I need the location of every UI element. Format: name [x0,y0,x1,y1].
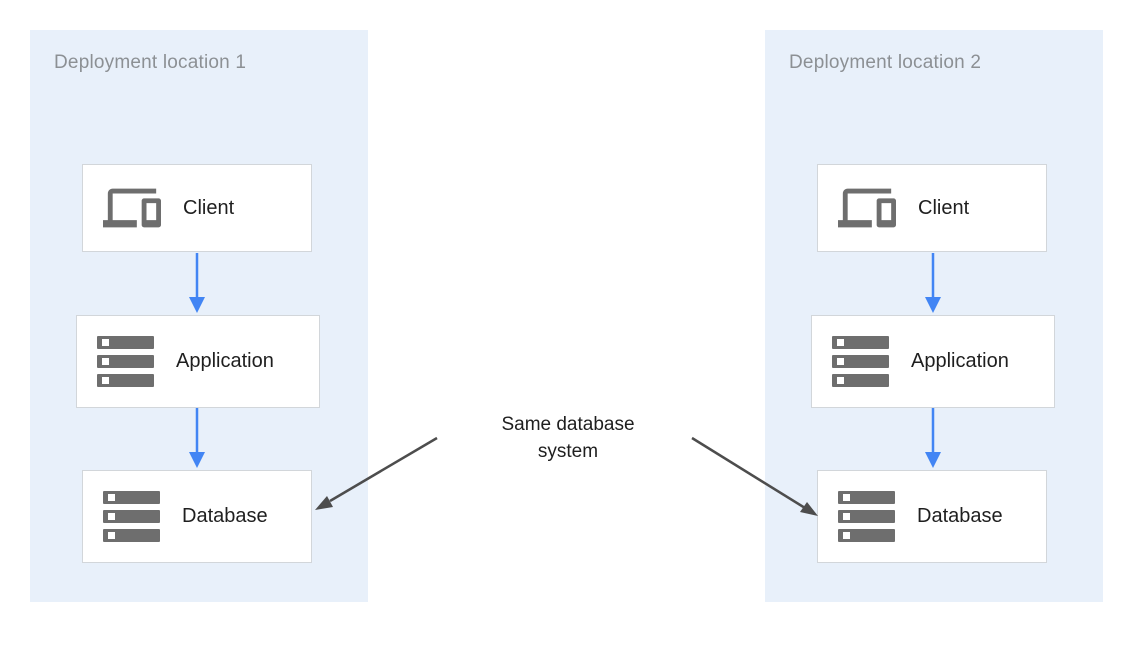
zone-title: Deployment location 2 [789,52,982,73]
server-stack-icon [838,491,895,542]
node-label: Application [176,350,274,372]
devices-icon [103,179,161,237]
node-label: Application [911,350,1009,372]
node-label: Client [183,196,235,219]
node-application: Application [811,315,1055,408]
zone-deployment-location-2: Deployment location 2 Client A [765,30,1103,602]
zone-deployment-location-1: Deployment location 1 Client A [30,30,368,602]
server-stack-icon [832,336,889,387]
node-label: Database [917,505,1003,527]
server-stack-icon [97,336,154,387]
node-application: Application [76,315,320,408]
node-client: Client [817,164,1047,252]
node-label: Database [182,505,268,527]
node-label: Client [918,196,970,219]
node-client: Client [82,164,312,252]
devices-icon [838,179,896,237]
server-stack-icon [103,491,160,542]
node-database: Database [82,470,312,563]
zone-title: Deployment location 1 [54,52,247,73]
annotation-same-database-system: Same database system [501,414,635,462]
node-database: Database [817,470,1047,563]
